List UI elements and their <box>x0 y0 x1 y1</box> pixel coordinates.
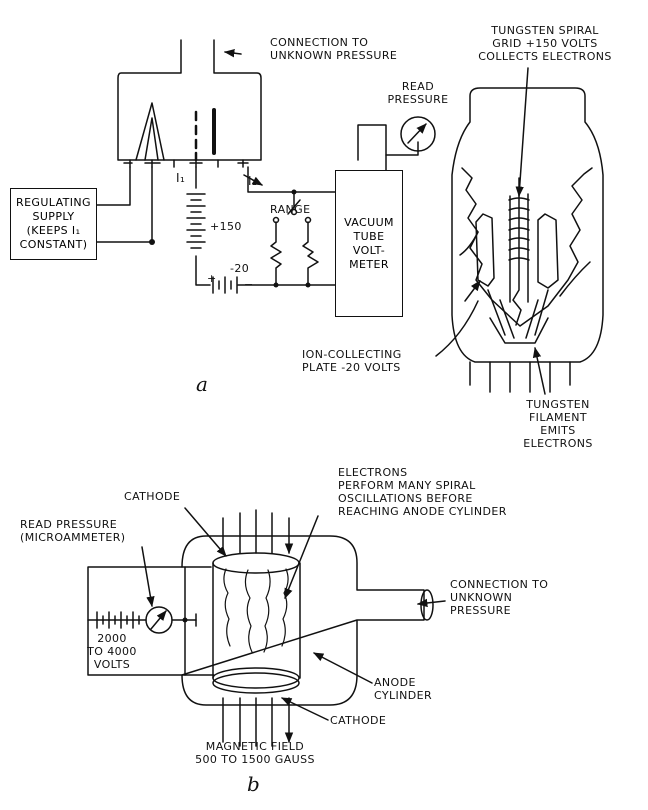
read-pressure-label-line-2: PRESSURE <box>387 93 449 106</box>
voltage-line-1: 2000 <box>97 632 127 645</box>
regulating-supply-line-4: CONSTANT) <box>19 238 88 251</box>
filament-label-line-2: FILAMENT <box>528 411 588 424</box>
plate-label-line-2: PLATE -20 VOLTS <box>302 361 401 374</box>
plus-150-label: +150 <box>210 220 242 233</box>
vtvm-line-1: VACUUM <box>344 215 394 229</box>
grid-label-line-2: GRID +150 VOLTS <box>492 37 598 50</box>
grid-label-line-1: TUNGSTEN SPIRAL <box>491 24 599 37</box>
anode-label-line-1: ANODE <box>374 676 416 689</box>
connection-label-line-1: CONNECTION TO <box>270 36 369 49</box>
electrons-label-line-4: REACHING ANODE CYLINDER <box>338 505 507 518</box>
filament-label-line-3: EMITS <box>540 424 576 437</box>
anode-label-line-2: CYLINDER <box>374 689 433 702</box>
vacuum-tube-voltmeter-box: VACUUM TUBE VOLT- METER <box>335 170 403 317</box>
read-pressure-label-line-1: READ <box>401 80 435 93</box>
range-label: RANGE <box>270 203 311 216</box>
gauge-circuit-wiring <box>96 124 419 286</box>
read-pressure-b-line-1: READ PRESSURE <box>20 518 118 531</box>
ionization-tube <box>451 87 604 393</box>
cathode-bottom-label: CATHODE <box>330 714 387 727</box>
voltage-line-3: VOLTS <box>93 658 131 671</box>
regulating-supply-line-1: REGULATING <box>16 196 91 209</box>
voltage-line-2: TO 4000 <box>87 645 137 658</box>
regulating-supply-line-2: SUPPLY <box>32 210 75 223</box>
i1-label: I₁ <box>176 171 186 185</box>
connection-b-line-2: UNKNOWN <box>450 591 513 604</box>
minus-20-label: -20 <box>230 262 250 275</box>
electrons-label-line-1: ELECTRONS <box>338 466 408 479</box>
vtvm-line-4: METER <box>349 257 389 271</box>
regulating-supply-line-3: (KEEPS I₁ <box>26 224 81 237</box>
microammeter <box>145 606 173 634</box>
filament-label-line-4: ELECTRONS <box>523 437 593 450</box>
connection-label-line-2: UNKNOWN PRESSURE <box>270 49 398 62</box>
electrons-label-line-3: OSCILLATIONS BEFORE <box>338 492 473 505</box>
vtvm-line-2: TUBE <box>353 229 385 243</box>
plus-150-battery <box>186 193 206 249</box>
grid-label-line-3: COLLECTS ELECTRONS <box>478 50 612 63</box>
i2-label: I₂ <box>248 174 258 188</box>
plate-label-line-1: ION-COLLECTING <box>302 348 402 361</box>
connection-b-line-1: CONNECTION TO <box>450 578 549 591</box>
ionization-gauge-envelope <box>117 39 262 168</box>
panel-a-label: a <box>196 372 209 396</box>
cathode-top-label: CATHODE <box>124 490 181 503</box>
electrons-label-line-2: PERFORM MANY SPIRAL <box>338 479 476 492</box>
panel-b-label: b <box>247 772 261 796</box>
filament-label-line-1: TUNGSTEN <box>526 398 590 411</box>
vtvm-line-3: VOLT- <box>352 243 386 257</box>
read-pressure-b-line-2: (MICROAMMETER) <box>20 531 126 544</box>
minus-20-battery <box>212 276 238 294</box>
battery-minus-sign: − <box>244 278 254 291</box>
battery-plus-sign: + <box>207 272 217 285</box>
magnetic-field-lines <box>222 509 289 746</box>
read-pressure-meter <box>400 116 436 152</box>
field-label-line-2: 500 TO 1500 GAUSS <box>195 753 315 766</box>
field-label-line-1: MAGNETIC FIELD <box>205 740 305 753</box>
connection-b-line-3: PRESSURE <box>450 604 512 617</box>
regulating-supply-box: REGULATING SUPPLY (KEEPS I₁ CONSTANT) <box>10 188 97 260</box>
